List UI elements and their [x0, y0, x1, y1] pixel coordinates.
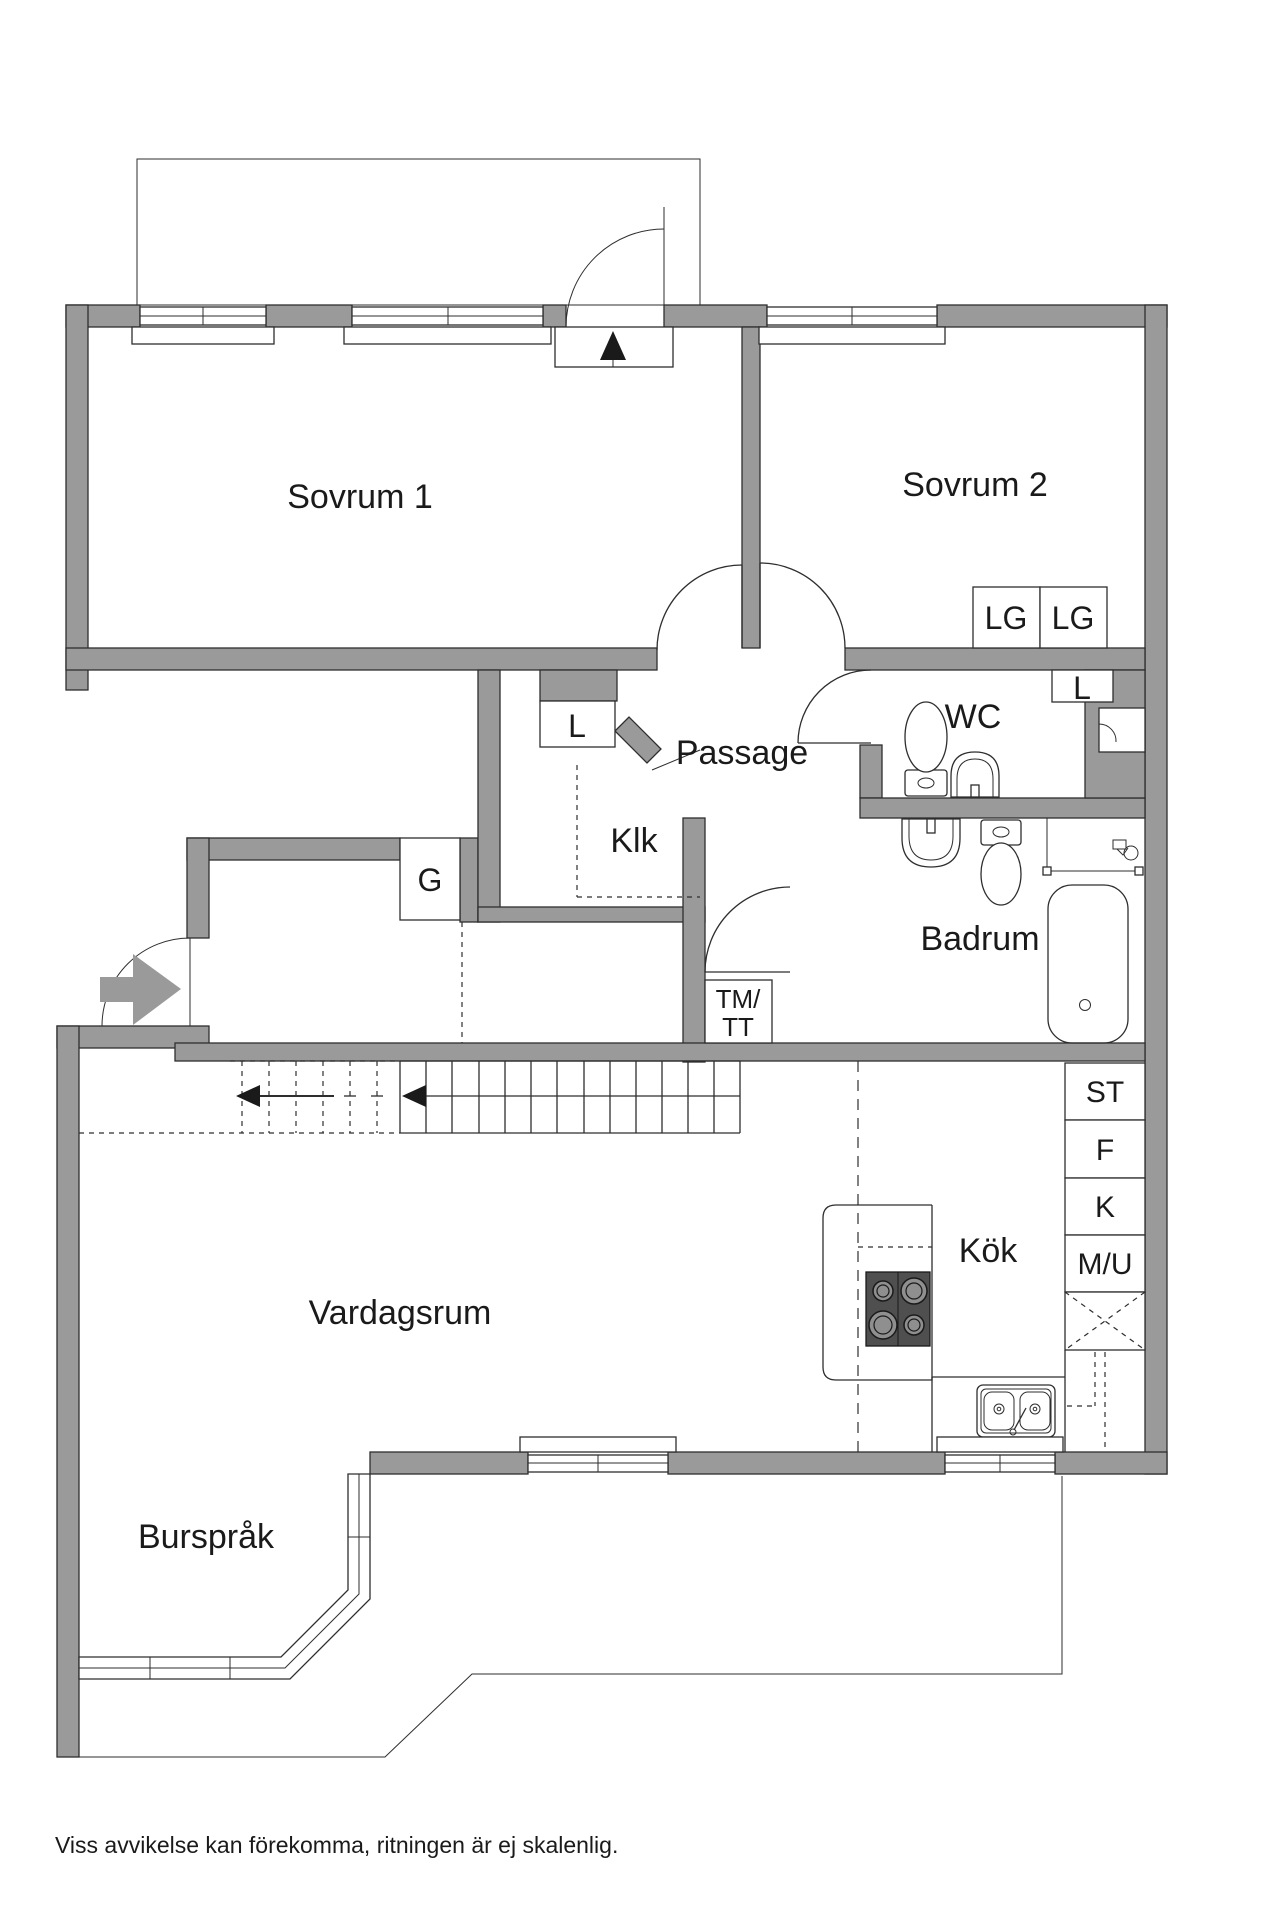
- stair-direction-arrow-icon: [236, 1085, 260, 1107]
- window-sovrum1-left: [131, 306, 275, 345]
- entry-arrow-head-icon: [133, 954, 181, 1025]
- room-label-sovrum1: Sovrum 1: [287, 478, 433, 516]
- walls: [56, 304, 1168, 1758]
- wc-sink-icon: [950, 751, 1000, 798]
- room-label-sovrum2: Sovrum 2: [902, 466, 1048, 504]
- window-sovrum2: [758, 306, 946, 345]
- bathtub-icon: [1047, 884, 1129, 1044]
- washer-dryer-tm-tt: TM/ TT: [704, 979, 773, 1044]
- bay-window: [78, 1473, 371, 1680]
- cabinet-mu: M/U: [1064, 1234, 1146, 1293]
- room-label-bursprak: Burspråk: [138, 1518, 275, 1556]
- cabinet-st-label: ST: [1086, 1076, 1124, 1109]
- window-vardagsrum: [519, 1436, 677, 1473]
- room-label-klk: Klk: [610, 822, 658, 860]
- staircase: [79, 1060, 741, 1134]
- room-label-vardagsrum: Vardagsrum: [309, 1294, 492, 1332]
- cabinet-k: K: [1064, 1177, 1146, 1236]
- door-wc: [797, 669, 872, 744]
- dashed-guides: [461, 765, 1106, 1452]
- terrace-outline: [79, 1476, 1063, 1758]
- closet-l-hall-label: L: [568, 708, 586, 744]
- badrum-sink-icon: [901, 818, 961, 868]
- closet-g-label: G: [418, 862, 443, 898]
- room-label-wc: WC: [945, 698, 1002, 736]
- cabinet-f-label: F: [1096, 1134, 1114, 1167]
- stair-direction-arrow-icon: [402, 1085, 426, 1107]
- stair-treads: [399, 1061, 741, 1133]
- tt-label: TT: [722, 1012, 754, 1042]
- shower-icon: [1042, 818, 1144, 876]
- closet-l-wc: L: [1051, 669, 1114, 706]
- balcony-outline: [136, 158, 701, 306]
- door-sovrum1: [656, 564, 743, 651]
- cabinet-k-label: K: [1095, 1191, 1115, 1224]
- closet-lg-2: LG: [1039, 586, 1108, 649]
- cabinet-f: F: [1064, 1119, 1146, 1179]
- cabinet-st: ST: [1064, 1062, 1146, 1121]
- balcony-door-arrow-icon: [600, 331, 626, 360]
- stair-treads-dashed: [241, 1061, 378, 1133]
- room-label-kok: Kök: [959, 1232, 1019, 1270]
- window-sovrum1-right: [343, 306, 552, 345]
- niche-shaft: [1098, 707, 1146, 753]
- entry-door: [100, 937, 191, 1027]
- door-klk: [651, 749, 701, 771]
- closet-l-wc-label: L: [1073, 670, 1091, 706]
- room-label-passage: Passage: [676, 734, 808, 772]
- room-label-badrum: Badrum: [920, 920, 1039, 958]
- window-kok: [936, 1436, 1064, 1473]
- entry-arrow-icon: [100, 977, 133, 1002]
- closet-lg-1: LG: [972, 586, 1041, 649]
- kitchen-sink-icon: [976, 1384, 1056, 1438]
- badrum-toilet-icon: [980, 819, 1022, 906]
- closet-lg-1-label: LG: [985, 600, 1028, 636]
- tm-label: TM/: [716, 984, 762, 1014]
- door-sovrum2: [759, 562, 846, 649]
- door-badrum: [704, 886, 791, 973]
- cabinet-mu-label: M/U: [1078, 1248, 1133, 1281]
- closet-g: G: [399, 837, 461, 921]
- stove-icon: [865, 1271, 931, 1347]
- closet-lg-2-label: LG: [1052, 600, 1095, 636]
- wc-toilet-icon: [904, 701, 948, 797]
- cabinet-planned: [1064, 1291, 1146, 1351]
- kitchen-counter: [822, 1204, 1066, 1452]
- balcony-door: [554, 207, 674, 368]
- closet-l-hall: L: [539, 700, 616, 748]
- footnote: Viss avvikelse kan förekomma, ritningen …: [55, 1832, 618, 1858]
